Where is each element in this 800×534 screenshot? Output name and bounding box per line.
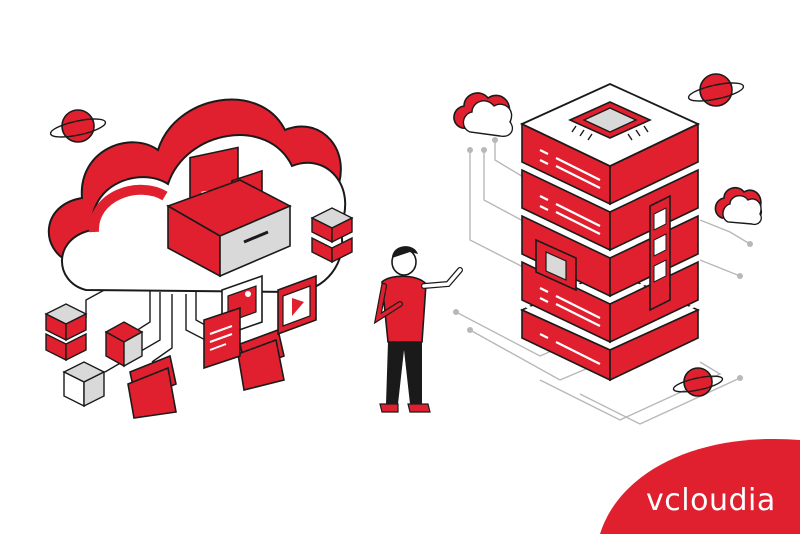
cpu-chip-icon	[568, 101, 652, 141]
cpu-chip-icon	[535, 238, 577, 292]
document-icon	[203, 306, 241, 370]
mini-server-stack	[310, 207, 354, 264]
planet-icon	[49, 109, 107, 143]
person-figure	[373, 246, 463, 413]
cube-icon	[104, 321, 144, 368]
brand-name: vcloudia	[646, 483, 776, 518]
folder-icon	[237, 328, 285, 391]
memory-module	[649, 194, 671, 312]
planet-icon	[672, 367, 724, 397]
folder-icon	[127, 354, 177, 419]
cloud-icon	[453, 92, 514, 137]
file-drawer: PDF	[166, 146, 292, 278]
brand-logo: vcloudia	[600, 438, 800, 534]
cube-icon	[62, 361, 106, 408]
video-file-icon	[277, 274, 317, 336]
server-rack-icon	[519, 83, 701, 382]
connector-nodes	[453, 137, 753, 381]
planet-icon	[687, 73, 745, 107]
cloud-icon	[714, 186, 763, 226]
small-server-left	[44, 303, 88, 362]
